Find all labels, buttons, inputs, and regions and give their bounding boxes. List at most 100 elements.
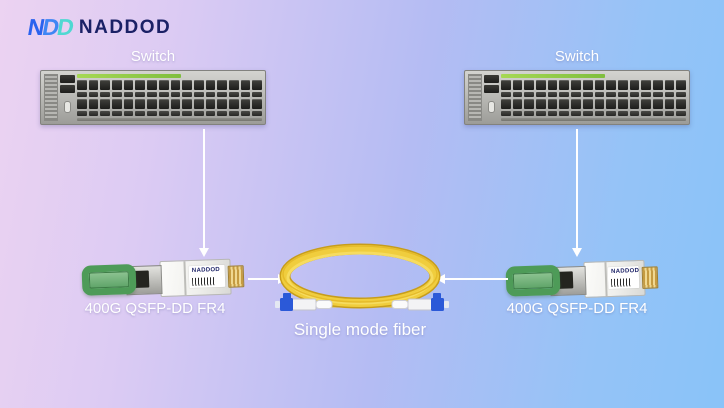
fiber-patch-cable bbox=[275, 243, 449, 311]
switch-port bbox=[217, 98, 227, 109]
switch-port bbox=[547, 98, 558, 109]
switch-port bbox=[524, 91, 535, 97]
port-row bbox=[77, 79, 262, 90]
switch-port bbox=[676, 79, 686, 90]
switch-port bbox=[158, 98, 169, 109]
switch-port bbox=[170, 110, 181, 117]
switch-port bbox=[112, 98, 122, 109]
switch-port bbox=[652, 110, 663, 117]
switch-port bbox=[594, 91, 605, 97]
switch-port bbox=[135, 110, 146, 117]
switch-port-area bbox=[77, 74, 262, 121]
switch-vent-panel bbox=[44, 74, 58, 121]
left-transceiver-module: NADDOD bbox=[81, 253, 245, 303]
switch-port bbox=[641, 98, 651, 109]
lc-ferrule bbox=[275, 301, 280, 308]
switch-port bbox=[617, 98, 628, 109]
switch-port bbox=[664, 91, 675, 97]
lc-latch bbox=[433, 293, 441, 299]
switch-port bbox=[536, 79, 546, 90]
switch-port bbox=[147, 91, 157, 97]
switch-port bbox=[512, 110, 523, 117]
switch-bottom-strip bbox=[501, 118, 686, 121]
switch-port bbox=[240, 79, 251, 90]
port-row bbox=[501, 91, 686, 97]
right-transceiver-module: NADDOD bbox=[505, 254, 659, 303]
switch-port bbox=[217, 91, 227, 97]
switch-port bbox=[77, 79, 87, 90]
switch-port bbox=[571, 91, 581, 97]
switch-port bbox=[676, 91, 686, 97]
lc-ferrule bbox=[444, 301, 449, 308]
switch-port bbox=[641, 79, 651, 90]
module-label-sticker: NADDOD bbox=[607, 266, 640, 290]
switch-port bbox=[512, 91, 523, 97]
module-body: NADDOD bbox=[583, 259, 646, 298]
switch-port bbox=[512, 98, 523, 109]
switch-port bbox=[559, 110, 570, 117]
right-left-arrow bbox=[436, 274, 508, 284]
port-row bbox=[501, 79, 686, 90]
switch-port bbox=[77, 98, 87, 109]
switch-port bbox=[158, 91, 169, 97]
port-row bbox=[77, 91, 262, 97]
switch-port bbox=[88, 79, 99, 90]
switch-port bbox=[252, 91, 262, 97]
switch-port bbox=[100, 110, 111, 117]
switch-port bbox=[205, 110, 216, 117]
switch-port bbox=[676, 110, 686, 117]
switch-port bbox=[182, 91, 192, 97]
mgmt-port bbox=[484, 85, 499, 93]
switch-port bbox=[606, 79, 616, 90]
port-row bbox=[77, 110, 262, 117]
switch-port bbox=[582, 79, 593, 90]
switch-port bbox=[629, 91, 640, 97]
switch-port bbox=[571, 110, 581, 117]
left-switch bbox=[40, 70, 266, 125]
module-pull-tab bbox=[505, 264, 561, 297]
switch-port bbox=[205, 91, 216, 97]
module-pull-tab bbox=[81, 263, 137, 296]
switch-port bbox=[228, 91, 239, 97]
switch-port bbox=[77, 91, 87, 97]
switch-port bbox=[158, 110, 169, 117]
switch-port bbox=[594, 79, 605, 90]
switch-port bbox=[606, 98, 616, 109]
switch-port bbox=[100, 98, 111, 109]
switch-port bbox=[524, 79, 535, 90]
switch-port bbox=[217, 110, 227, 117]
module-label-sticker: NADDOD bbox=[188, 264, 226, 289]
switch-port bbox=[547, 91, 558, 97]
right-switch bbox=[464, 70, 690, 125]
switch-port bbox=[123, 98, 134, 109]
module-barcode bbox=[611, 278, 631, 287]
switch-port bbox=[193, 98, 204, 109]
module-divider bbox=[183, 261, 188, 296]
switch-port bbox=[664, 79, 675, 90]
lc-latch bbox=[283, 293, 291, 299]
switch-port bbox=[252, 98, 262, 109]
switch-port bbox=[100, 79, 111, 90]
switch-port bbox=[594, 98, 605, 109]
switch-port bbox=[594, 110, 605, 117]
switch-port bbox=[501, 110, 511, 117]
left-module-caption: 400G QSFP-DD FR4 bbox=[84, 300, 226, 317]
switch-port bbox=[217, 79, 227, 90]
naddod-logo-icon: N D D bbox=[26, 14, 74, 40]
switch-port bbox=[536, 110, 546, 117]
switch-port bbox=[524, 110, 535, 117]
switch-port bbox=[77, 110, 87, 117]
switch-bottom-strip bbox=[77, 118, 262, 121]
switch-port bbox=[652, 91, 663, 97]
right-down-arrow bbox=[572, 129, 582, 257]
switch-port bbox=[88, 110, 99, 117]
switch-port bbox=[112, 79, 122, 90]
switch-port bbox=[252, 110, 262, 117]
module-barcode bbox=[192, 277, 216, 286]
port-row bbox=[501, 98, 686, 109]
switch-green-strip bbox=[501, 74, 605, 78]
switch-port bbox=[170, 91, 181, 97]
switch-port bbox=[88, 98, 99, 109]
port-row bbox=[77, 98, 262, 109]
switch-port bbox=[559, 91, 570, 97]
